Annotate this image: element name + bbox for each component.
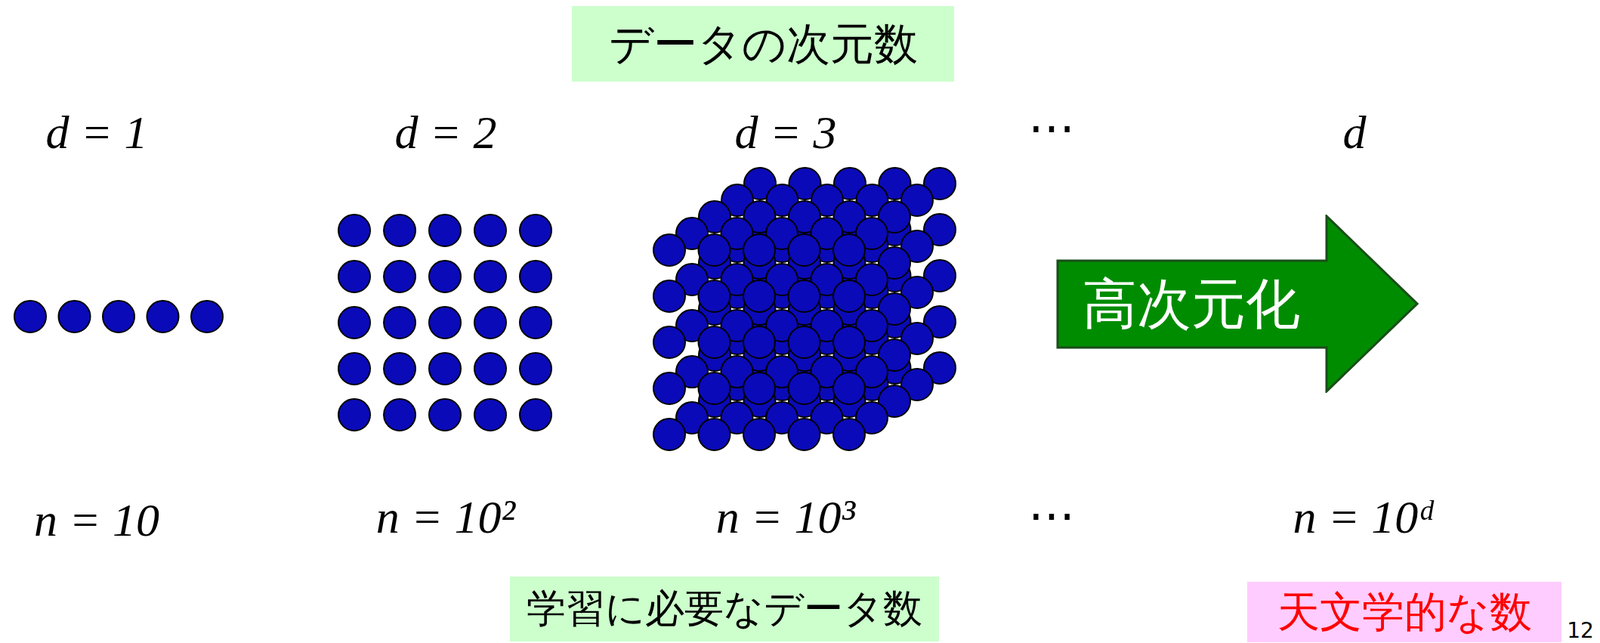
data-dot xyxy=(338,260,371,293)
node-text: 天文学的な数 xyxy=(1277,587,1533,637)
data-dot xyxy=(743,372,776,405)
data-dot xyxy=(102,300,135,333)
data-dot xyxy=(833,418,865,451)
ellipsis: ⋯ xyxy=(1028,488,1075,543)
data-dot xyxy=(383,306,416,339)
data-dot xyxy=(338,352,371,385)
data-dot xyxy=(383,352,416,385)
data-dot xyxy=(788,280,821,312)
dots-3d xyxy=(653,167,956,451)
data-dot xyxy=(519,398,552,431)
data-dot xyxy=(743,234,776,266)
data-dot xyxy=(474,306,507,339)
ellipsis: ⋯ xyxy=(1028,101,1075,155)
node-text: データの次元数 xyxy=(608,18,918,70)
data-dot xyxy=(338,214,371,247)
data-dot xyxy=(788,372,821,405)
caption-box: 学習に必要なデータ数 xyxy=(509,576,939,642)
node-text: 高次元化 xyxy=(1082,272,1301,336)
data-dot xyxy=(788,326,821,359)
data-dot xyxy=(147,300,180,333)
page-number: 12 xyxy=(1566,618,1594,643)
highlight-box: 天文学的な数 xyxy=(1247,581,1562,643)
data-dot xyxy=(698,418,731,451)
count-label: n = 10² xyxy=(376,490,516,544)
data-dot xyxy=(14,300,47,333)
data-dot xyxy=(338,398,371,431)
count-label: n = 10 xyxy=(33,493,160,547)
data-dot xyxy=(383,260,416,293)
data-dot xyxy=(833,372,865,405)
dimension-label: d = 3 xyxy=(735,105,838,160)
data-dot xyxy=(788,418,821,451)
data-dot xyxy=(429,398,461,431)
data-dot xyxy=(429,260,461,293)
data-dot xyxy=(383,398,416,431)
data-dot xyxy=(383,214,416,247)
data-dot xyxy=(519,306,552,339)
data-dot xyxy=(474,260,507,293)
dimension-label: d = 1 xyxy=(46,105,149,160)
data-dot xyxy=(653,280,686,312)
data-dot xyxy=(698,234,731,266)
dimension-label: d = 2 xyxy=(395,105,498,160)
dimension-label: d xyxy=(1343,105,1367,160)
data-dot xyxy=(58,300,91,333)
data-dot xyxy=(698,326,731,359)
data-dot xyxy=(519,260,552,293)
data-dot xyxy=(519,352,552,385)
heading-box: データの次元数 xyxy=(571,6,955,82)
data-dot xyxy=(653,372,686,405)
data-dot xyxy=(833,280,865,312)
data-dot xyxy=(474,214,507,247)
data-dot xyxy=(653,326,686,359)
data-dot xyxy=(519,214,552,247)
data-dot xyxy=(743,326,776,359)
data-dot xyxy=(743,280,776,312)
node-text: 学習に必要なデータ数 xyxy=(526,586,923,632)
data-dot xyxy=(474,398,507,431)
data-dot xyxy=(338,306,371,339)
data-dot xyxy=(653,418,686,451)
count-label: n = 10³ xyxy=(716,490,856,544)
data-dot xyxy=(698,280,731,312)
arrow-body xyxy=(1057,216,1418,392)
data-dot xyxy=(474,352,507,385)
data-dot xyxy=(653,234,686,266)
data-dot xyxy=(429,214,461,247)
data-dot xyxy=(743,418,776,451)
data-dot xyxy=(698,372,731,405)
data-dot xyxy=(833,326,865,359)
arrow-shape: 高次元化 xyxy=(1056,214,1419,393)
data-dot xyxy=(191,300,223,333)
data-dot xyxy=(429,352,461,385)
data-dot xyxy=(788,234,821,266)
data-dot xyxy=(833,234,865,266)
dots-2d xyxy=(338,214,552,431)
data-dot xyxy=(429,306,461,339)
arrow-text-area: 高次元化 xyxy=(1056,260,1327,348)
dots-1d xyxy=(14,300,223,333)
count-label: n = 10ᵈ xyxy=(1292,490,1433,544)
